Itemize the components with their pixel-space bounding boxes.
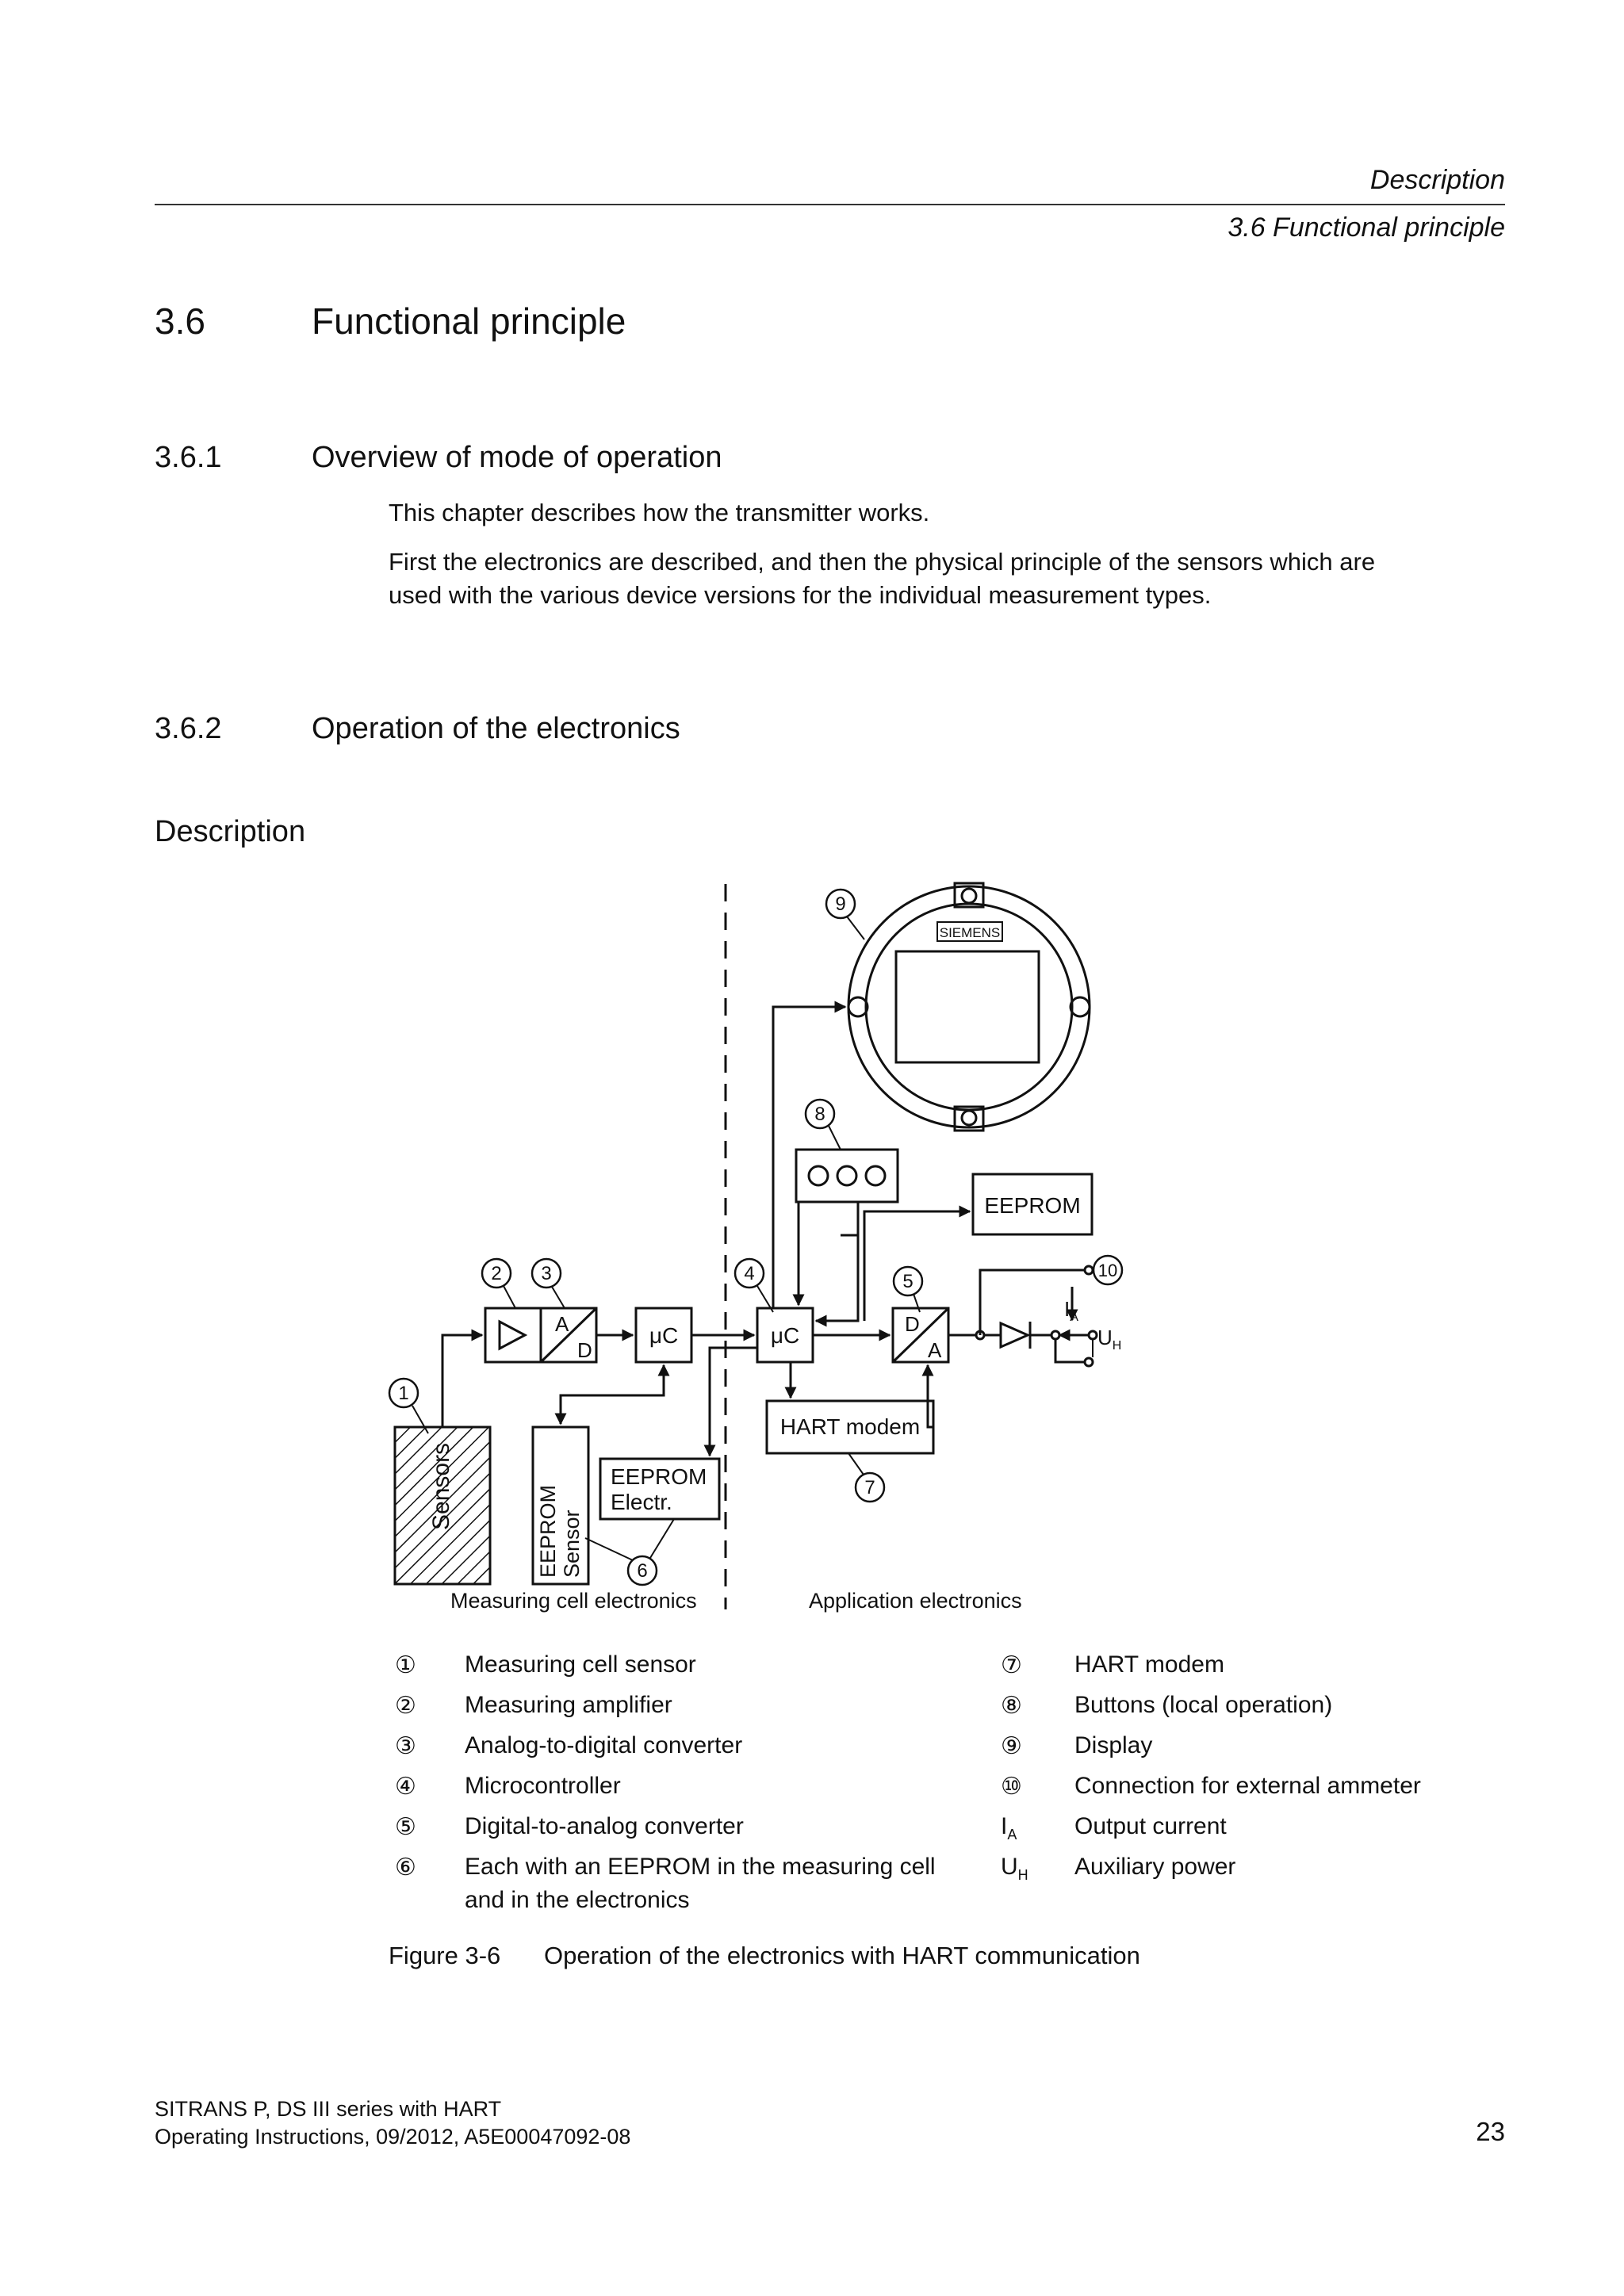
siemens-logo-text: SIEMENS <box>940 925 1001 940</box>
legend-text-line2: and in the electronics <box>465 1887 690 1913</box>
legend-text: Auxiliary power <box>1074 1854 1236 1880</box>
legend-text: HART modem <box>1074 1651 1224 1678</box>
amplifier-box <box>484 1307 542 1364</box>
legend-text: Digital-to-analog converter <box>465 1813 744 1839</box>
figure-caption-label: Figure 3-6 <box>389 1942 501 1969</box>
footer-document: Operating Instructions, 09/2012, A5E0004… <box>155 2125 631 2149</box>
legend-text: Display <box>1074 1732 1153 1758</box>
legend-text: Analog-to-digital converter <box>465 1732 743 1758</box>
legend-symbol: ④ <box>395 1774 416 1800</box>
application-electronics-label: Application electronics <box>809 1589 1022 1613</box>
legend-symbol: ⑨ <box>1001 1733 1022 1759</box>
da-label-d: D <box>905 1312 920 1336</box>
eeprom-electr-label-2: Electr. <box>611 1490 672 1514</box>
legend-text: Microcontroller <box>465 1773 621 1799</box>
paragraph: This chapter describes how the transmitt… <box>389 499 930 526</box>
running-header-section: 3.6 Functional principle <box>1228 212 1505 243</box>
section-number: 3.6 <box>155 300 205 342</box>
callout-2: 2 <box>491 1263 501 1284</box>
running-header-chapter: Description <box>1369 165 1505 195</box>
legend-symbol: ② <box>395 1693 416 1719</box>
callout-4: 4 <box>744 1263 754 1284</box>
legend-text: Each with an EEPROM in the measuring cel… <box>465 1854 936 1880</box>
callout-9: 9 <box>835 894 845 915</box>
callout-10: 10 <box>1098 1261 1117 1280</box>
uc-left-label: μC <box>649 1323 678 1348</box>
legend-symbol: ③ <box>395 1733 416 1759</box>
eeprom-sensor-box <box>531 1425 590 1586</box>
callout-1: 1 <box>398 1383 408 1404</box>
sensors-block <box>393 1425 492 1586</box>
eeprom-sensor-label-2: Sensor <box>560 1510 584 1578</box>
subsection-title: Overview of mode of operation <box>312 441 722 474</box>
legend-symbol-uh: UH <box>1001 1854 1028 1883</box>
header-rule <box>155 204 1505 205</box>
page-number: 23 <box>1476 2117 1505 2146</box>
paragraph-line: First the electronics are described, and… <box>389 548 1376 576</box>
subsection-number: 3.6.2 <box>155 712 222 745</box>
siemens-logo-box <box>936 921 1003 942</box>
measuring-cell-electronics-label: Measuring cell electronics <box>450 1589 697 1613</box>
da-label-a: A <box>928 1338 942 1362</box>
legend-text: Measuring cell sensor <box>465 1651 696 1678</box>
eeprom-sensor-label-1: EEPROM <box>536 1485 560 1578</box>
display-screen <box>894 950 1040 1064</box>
figure-caption-text: Operation of the electronics with HART c… <box>544 1942 1140 1969</box>
ad-label-d: D <box>577 1338 592 1362</box>
buttons-box <box>795 1148 899 1203</box>
eeprom-box <box>971 1173 1094 1236</box>
eeprom-electr-box <box>599 1457 721 1521</box>
ad-label-a: A <box>555 1312 569 1336</box>
legend-text: Measuring amplifier <box>465 1692 672 1718</box>
subsection-number: 3.6.1 <box>155 441 222 474</box>
legend-text: Connection for external ammeter <box>1074 1773 1421 1799</box>
legend-symbol: ⑥ <box>395 1854 416 1881</box>
footer-product: SITRANS P, DS III series with HART <box>155 2097 502 2121</box>
callout-3: 3 <box>541 1263 551 1284</box>
eeprom-label: EEPROM <box>984 1193 1080 1218</box>
legend-symbol: ⑩ <box>1001 1774 1022 1800</box>
paragraph-line: used with the various device versions fo… <box>389 581 1212 609</box>
legend-symbol-ia: IA <box>1001 1813 1017 1843</box>
subsection-title: Operation of the electronics <box>312 712 680 745</box>
legend-symbol: ① <box>395 1652 416 1678</box>
callout-8: 8 <box>814 1104 825 1125</box>
uc-right-label: μC <box>771 1323 799 1348</box>
uh-label: UH <box>1097 1326 1121 1353</box>
legend-symbol: ⑦ <box>1001 1652 1022 1678</box>
sensors-label: Sensors <box>428 1443 454 1530</box>
legend-symbol: ⑤ <box>395 1814 416 1840</box>
legend-symbol: ⑧ <box>1001 1693 1022 1719</box>
callout-5: 5 <box>902 1271 913 1292</box>
ia-label: IA <box>1064 1297 1078 1324</box>
callout-7: 7 <box>864 1477 875 1498</box>
section-title: Functional principle <box>312 300 626 342</box>
description-heading: Description <box>155 815 306 848</box>
legend-text: Output current <box>1074 1813 1227 1839</box>
eeprom-electr-label-1: EEPROM <box>611 1464 707 1489</box>
callout-6: 6 <box>637 1560 647 1582</box>
hart-modem-label: HART modem <box>780 1414 920 1439</box>
legend-text: Buttons (local operation) <box>1074 1692 1333 1718</box>
